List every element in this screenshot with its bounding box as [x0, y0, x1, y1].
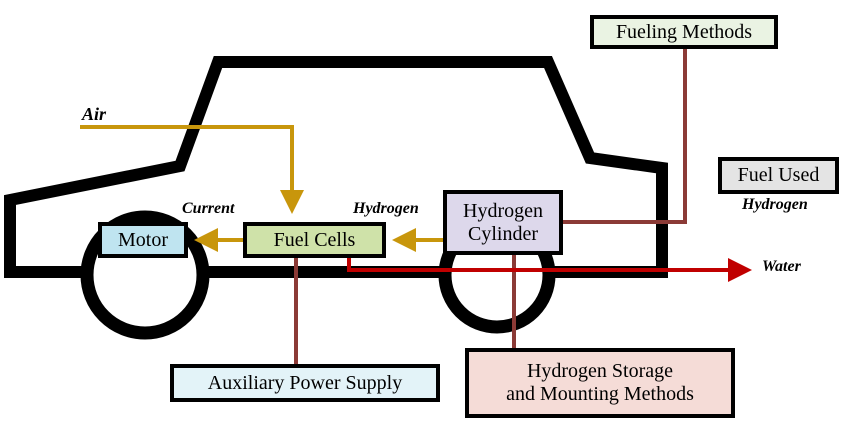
car-body-outline [3, 56, 668, 278]
fuel-used-label: Fuel Used [737, 164, 820, 186]
auxiliary-power-supply-box: Auxiliary Power Supply [170, 364, 440, 402]
air-label: Air [82, 104, 107, 124]
hydrogen-storage-box: Hydrogen Storage and Mounting Methods [465, 348, 735, 418]
auxiliary-power-supply-label: Auxiliary Power Supply [207, 371, 403, 394]
motor-box: Motor [98, 222, 188, 258]
fuel-used-value-label: Hydrogen [742, 196, 808, 213]
air-arrow [80, 125, 304, 214]
fueling-methods-box: Fueling Methods [590, 15, 778, 49]
fueling-methods-label: Fueling Methods [615, 20, 753, 43]
hydrogen-cylinder-label-line1: Hydrogen [463, 199, 543, 222]
fuel-cells-label: Fuel Cells [273, 228, 356, 251]
fuel-cells-box: Fuel Cells [243, 222, 386, 258]
current-label: Current [182, 200, 235, 217]
hydrogen-storage-label-line1: Hydrogen Storage [526, 360, 674, 382]
fuel-used-box: Fuel Used [718, 157, 839, 194]
hydrogen-cylinder-label-line2: Cylinder [468, 222, 538, 245]
water-label: Water [762, 258, 801, 275]
water-arrow [347, 254, 752, 282]
motor-label: Motor [118, 228, 168, 251]
hydrogen-cylinder-box: Hydrogen Cylinder [443, 190, 563, 255]
hydrogen-label: Hydrogen [353, 200, 419, 217]
hydrogen-storage-label-line2: and Mounting Methods [506, 383, 694, 405]
